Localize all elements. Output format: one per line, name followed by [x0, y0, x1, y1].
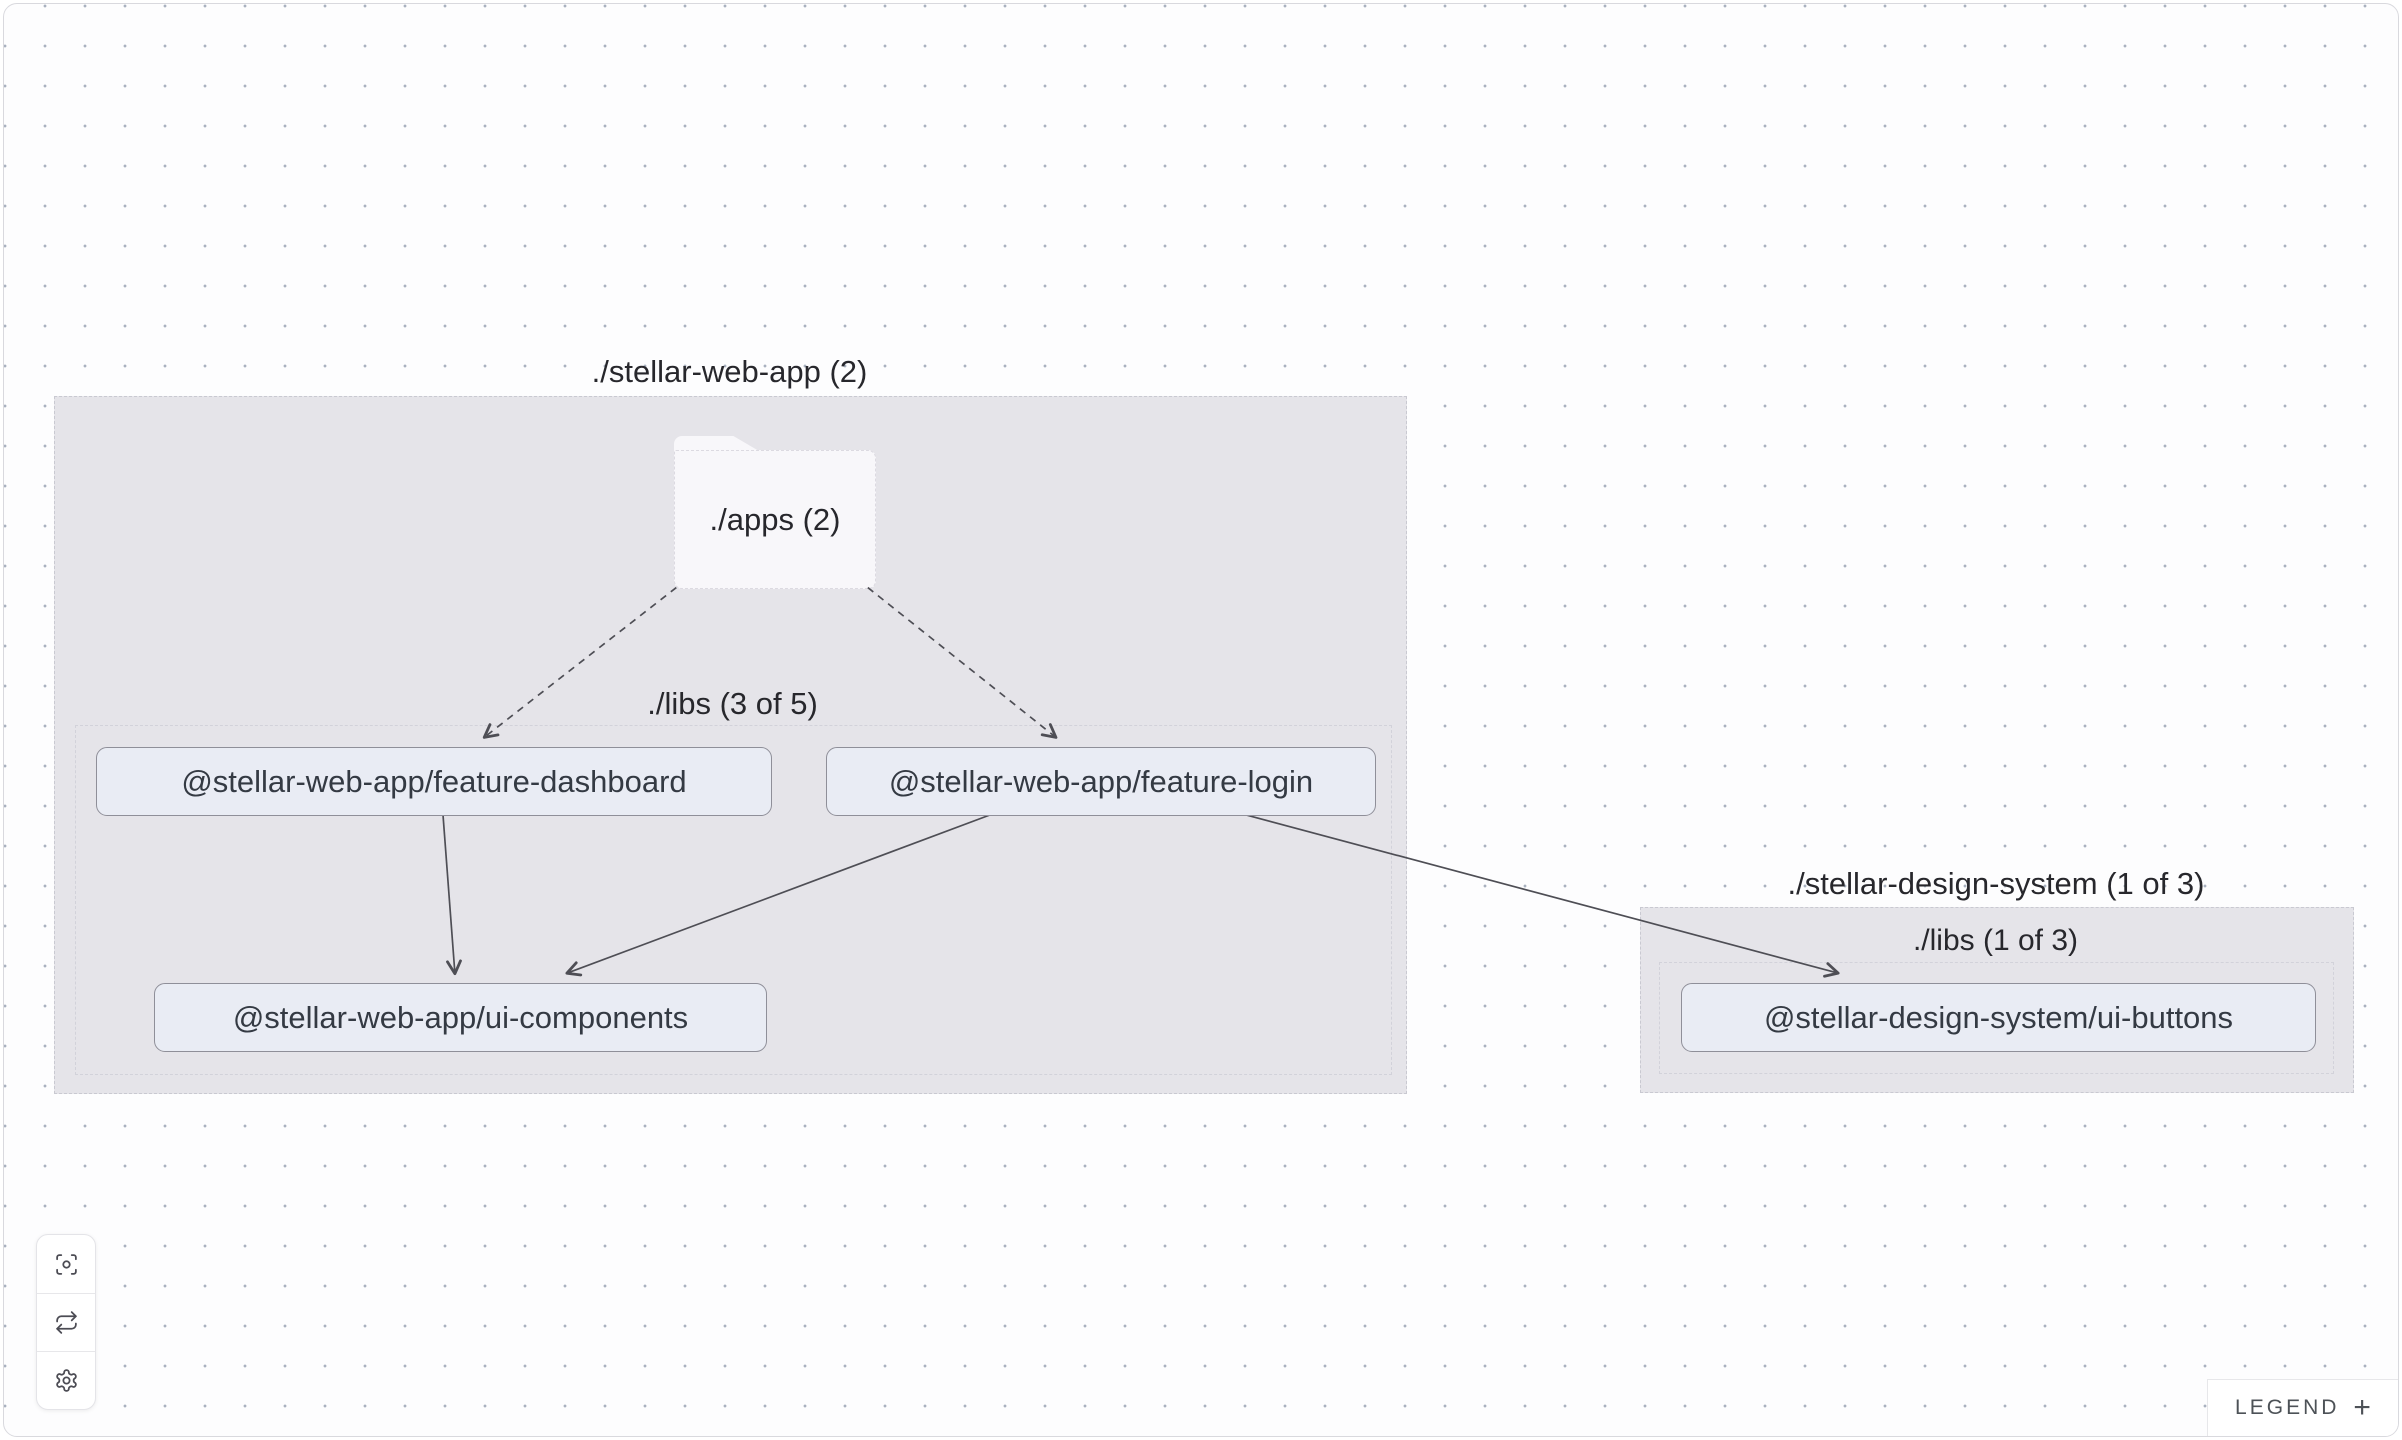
node-ui-buttons[interactable]: @stellar-design-system/ui-buttons: [1681, 983, 2316, 1052]
gear-icon: [55, 1369, 77, 1392]
legend-label: LEGEND: [2235, 1396, 2340, 1419]
edge-apps-to-feature-dashboard: [482, 586, 677, 739]
node-ui-components[interactable]: @stellar-web-app/ui-components: [154, 983, 767, 1052]
subgroup-label-libs-web: ./libs (3 of 5): [647, 686, 818, 721]
refresh-icon: [55, 1311, 77, 1334]
subgroup-libs-design: [1659, 962, 2334, 1074]
plus-icon: +: [2353, 1391, 2371, 1424]
apps-folder-label: ./apps (2): [709, 501, 841, 537]
edges-layer: [442, 586, 1840, 978]
edge-feature-dashboard-to-ui-components: [442, 813, 462, 976]
focus-button[interactable]: [37, 1235, 95, 1293]
edge-apps-to-feature-login: [867, 586, 1058, 739]
apps-folder-node[interactable]: ./apps (2): [674, 450, 876, 589]
group-label-stellar-design-system: ./stellar-design-system (1 of 3): [1787, 866, 2205, 901]
subgroup-libs-web: [75, 725, 1392, 1075]
graph-canvas[interactable]: ./stellar-web-app (2) ./apps (2) ./libs …: [3, 3, 2399, 1437]
canvas-toolbar: [36, 1234, 96, 1410]
group-label-stellar-web-app: ./stellar-web-app (2): [591, 354, 868, 389]
legend-toggle[interactable]: LEGEND +: [2207, 1379, 2398, 1436]
focus-icon: [55, 1253, 77, 1275]
node-feature-login[interactable]: @stellar-web-app/feature-login: [826, 747, 1376, 816]
edge-feature-login-to-ui-components: [565, 812, 994, 977]
settings-button[interactable]: [37, 1351, 95, 1409]
subgroup-label-libs-design: ./libs (1 of 3): [1912, 924, 2079, 957]
node-feature-dashboard[interactable]: @stellar-web-app/feature-dashboard: [96, 747, 772, 816]
edge-feature-login-to-ui-buttons: [1240, 812, 1840, 978]
refresh-button[interactable]: [37, 1293, 95, 1351]
